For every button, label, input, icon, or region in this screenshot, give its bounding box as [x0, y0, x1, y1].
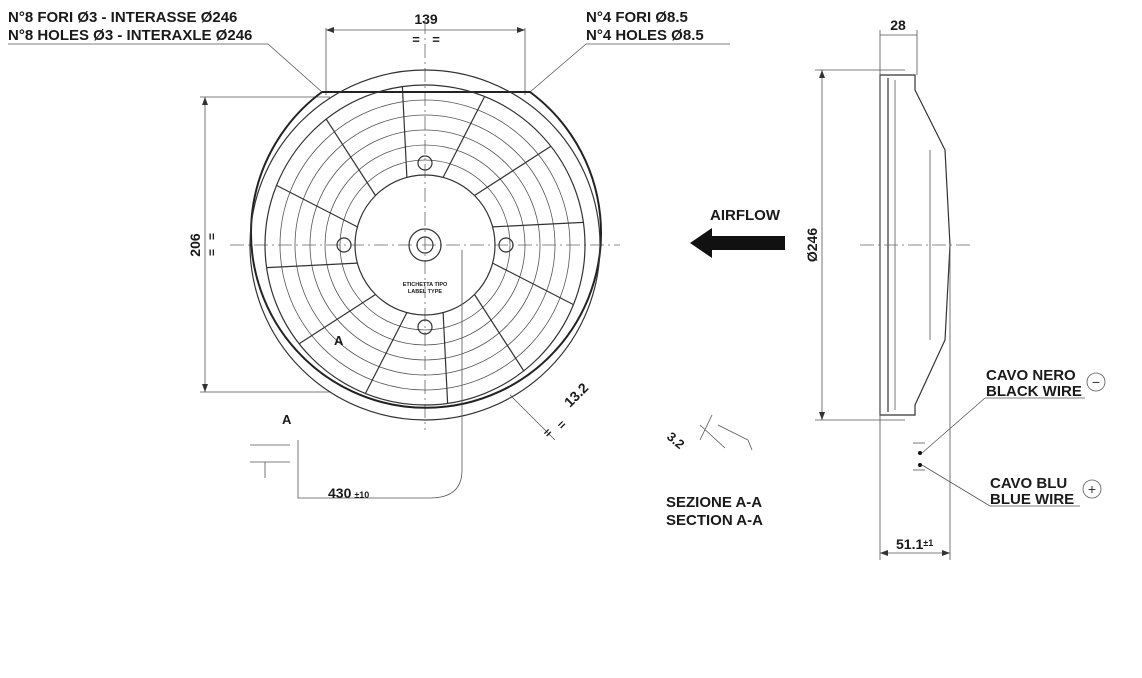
- dim-13-2: 13.2: [561, 379, 592, 410]
- minus-icon: [1086, 372, 1106, 392]
- plus-icon: [1082, 479, 1102, 499]
- fan-side-view: Ø246: [804, 30, 970, 560]
- dim-430: 430±10: [328, 485, 369, 501]
- dim-diameter: Ø246: [804, 228, 820, 262]
- grille-spoke: [364, 312, 408, 394]
- leader-line: [267, 43, 323, 93]
- dim-3-2: 3.2: [664, 429, 687, 452]
- fan-front-view: ETICHETTA TIPO LABEL TYPE: [249, 69, 602, 421]
- leader-line: [529, 43, 587, 93]
- section-marker: A: [282, 412, 292, 427]
- mount-hole: [336, 237, 352, 253]
- plus-symbol: +: [1088, 481, 1096, 497]
- dim-206: 206: [187, 233, 203, 257]
- blue-wire-label-it: CAVO BLU: [990, 475, 1067, 492]
- section-marker: A: [334, 333, 344, 348]
- equal-mark: =: [205, 233, 219, 240]
- grille-spoke: [492, 262, 574, 306]
- dim-139: 139: [414, 11, 438, 27]
- label-type-en: LABEL TYPE: [408, 289, 442, 295]
- blue-wire-label-en: BLUE WIRE: [990, 491, 1074, 508]
- grille-spoke: [474, 145, 552, 197]
- grille-spoke: [298, 293, 376, 345]
- equal-mark: =: [554, 417, 569, 432]
- wire-path: [297, 250, 463, 499]
- grille-spoke: [492, 221, 584, 228]
- grille-spoke: [276, 184, 358, 228]
- mount-hole: [498, 237, 514, 253]
- section-title-en: SECTION A-A: [666, 512, 763, 529]
- mount-hole: [417, 155, 433, 171]
- equal-mark: =: [205, 249, 219, 256]
- callout-holes-small-it: N°8 FORI Ø3 - INTERASSE Ø246: [8, 9, 237, 26]
- minus-symbol: −: [1092, 374, 1100, 390]
- black-wire-label-en: BLACK WIRE: [986, 383, 1082, 400]
- dim-28: 28: [890, 17, 906, 33]
- callout-holes-large-it: N°4 FORI Ø8.5: [586, 9, 688, 26]
- grille-spoke: [442, 312, 449, 404]
- black-wire-label-it: CAVO NERO: [986, 367, 1076, 384]
- grille-spoke: [401, 86, 408, 178]
- equal-mark: =: [432, 32, 440, 47]
- callout-holes-small-en: N°8 HOLES Ø3 - INTERAXLE Ø246: [8, 27, 252, 44]
- mount-hole: [417, 319, 433, 335]
- airflow-label: AIRFLOW: [710, 207, 781, 224]
- dim-51-1: 51.1±1: [896, 536, 933, 552]
- motor-hub: [354, 174, 496, 316]
- grille-spoke: [325, 118, 377, 196]
- equal-mark: =: [412, 32, 420, 47]
- grille-spoke: [266, 262, 358, 269]
- grille-spoke: [473, 294, 525, 372]
- label-type-it: ETICHETTA TIPO: [403, 282, 448, 288]
- callout-holes-large-en: N°4 HOLES Ø8.5: [586, 27, 704, 44]
- airflow-arrow-icon: [690, 228, 785, 258]
- section-title-it: SEZIONE A-A: [666, 494, 762, 511]
- grille-spoke: [442, 96, 486, 178]
